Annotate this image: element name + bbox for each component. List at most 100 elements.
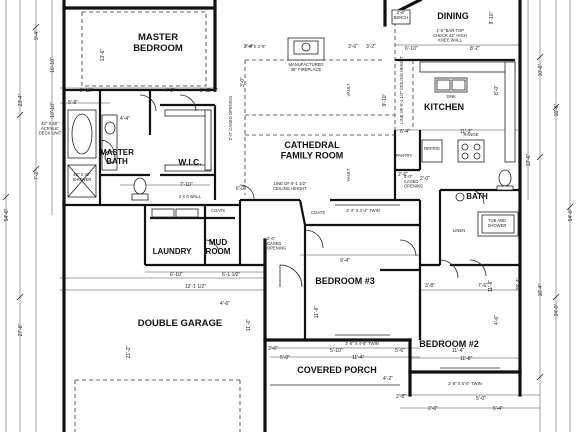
dim-right-d: 16'-4" [538,283,544,296]
text-line: OPENING [404,184,423,189]
text-line: BATH [106,157,128,166]
dim-left-d: 13'-6" [100,48,106,61]
dashed-lines [74,11,414,432]
kitchen-label: KITCHEN [424,102,464,112]
text-line: 1'-6" BAR TOP [436,28,464,33]
dim-b3-h: 11'-6" [314,306,320,319]
text-line: MASTER [138,32,178,43]
laundry-label: LAUNDRY [153,247,192,256]
bedroom3-label: BEDROOM #3 [315,276,375,286]
text-line: CHECK 42" HIGH [433,33,467,38]
vault-note-1: VAULT [346,83,351,96]
dim-fam-g: 4'-6" [220,301,230,307]
dim-kitchen-w: 11'-3" [460,129,473,135]
dim-fam-d: 6'-0" [236,186,246,192]
dim-stub-1: 4'-2" [383,376,393,382]
dim-right-c: 10'-6" [538,63,544,76]
text-line: CASED [267,241,281,246]
twin-note-2: 2'-8" X 5'-0" TWIN [448,381,482,386]
dim-right-e: 12'-6" [526,153,532,166]
dim-mb-w4: 5'-8" [68,100,78,106]
dim-stub-12: 11'-6" [488,280,494,293]
dim-dining-w2: 8'-2" [470,46,480,52]
dim-mud-w: 6'-1 1/2" [222,272,241,278]
wic-label: W.I.C. [178,157,201,167]
coats-note-2: COATS [311,210,325,215]
text-line: ROOM [206,247,231,256]
text-line: OPENING [267,246,286,251]
dim-fam-a: 3'-0" [208,88,218,94]
dim-right-b: 24'-0" [554,303,560,316]
bench-note: 2'-6"BENCH [394,10,409,20]
text-line: DECK UNIT [39,131,62,136]
covered-porch-label: COVERED PORCH [297,365,377,375]
coats-note-1: COATS [211,208,225,213]
dim-laundry-w: 6'-10" [170,272,183,278]
dim-fam-w: 3'-6" [348,44,358,50]
shelf-note: 2'-0" X 3'-6" [244,44,266,49]
text-line: FAMILY ROOM [281,150,344,160]
twin-note-1: 2'-8" X 4'-8" TWIN [345,341,379,346]
sink-note: SINK [446,94,456,99]
dim-fam-w2: 6'-4" [400,129,410,135]
text-line: ACRYLIC [41,126,59,131]
dim-stub-5: 2'-0" [428,406,438,412]
fixtures [67,9,519,386]
dim-dining-w: 6'-10" [405,46,418,52]
dim-fam-h2: 3'-0" [240,77,246,87]
dim-right-total: 54'-0" [568,208,574,221]
dim-stub-11: 4'-6" [494,315,500,325]
knee-wall-note: 2 X 6 WALL [179,194,202,199]
ceiling-line-note-vertical: LINE OF 9'-1 1/2" CEILING HEIGHT [399,56,404,124]
dim-stub-4: 2'-8" [396,394,406,400]
dim-fam-c: 4'-4" [120,116,130,122]
bedroom2-label: BEDROOM #2 [419,339,479,349]
dim-garage-top: 12'-1 1/2" [185,284,206,290]
text-line: MUD [209,238,227,247]
linen-note: LINEN [453,228,465,233]
dim-right-a: 18'-6" [554,103,560,116]
dim-left-c: 7'-2" [34,170,40,180]
dim-stub-8: 11'-0" [246,319,252,332]
dim-b3-w: 9'-4" [340,258,350,264]
vault-note-2: VAULT [346,168,351,181]
dim-fam-h: 9'-10" [382,93,388,106]
text-line: 2'-0" [267,236,276,241]
cased-opening-3: 2'-0" CASED OPENING [228,96,233,140]
text-line: 36" FIREPLACE [291,67,322,72]
dim-garage-h: 19'-4" [516,277,522,290]
dim-fam-b: 2'-4" [244,44,254,50]
dim-porch-w3: 11'-4" [352,355,365,361]
range-note: RANGE [464,132,479,137]
text-line: CASED [404,179,418,184]
text-line: 2'-6" [397,10,406,15]
dim-wic-w: 7'-10" [180,182,193,188]
dim-left-lower: 27'-8" [18,323,24,336]
text-line: CATHEDRAL [284,140,340,150]
interior-walls [64,58,520,340]
text-line: SHOWER [73,177,92,182]
dim-right-f: 9'-10" [489,11,495,24]
double-garage-label: DOUBLE GARAGE [138,318,222,329]
dim-stub-2: 2'-6" [268,346,278,352]
dining-label: DINING [437,11,469,21]
shower-note: 48" X 42"SHOWER [73,172,92,182]
bath-label: BATH [466,192,488,201]
text-line: LINE OF 9'-1 1/2" [274,181,307,186]
dim-stub-9: 11'-4" [452,348,465,354]
text-line: 42" X 60" [41,121,59,126]
text-line: CEILING HEIGHT [273,186,307,191]
text-line: SHOWER [488,223,507,228]
dimension-labels: 54'-0" 23'-4" 27'-8" 9'-4" 16'-10" 7'-2"… [4,11,574,412]
dim-b2-h: 7'-6" [478,283,488,289]
